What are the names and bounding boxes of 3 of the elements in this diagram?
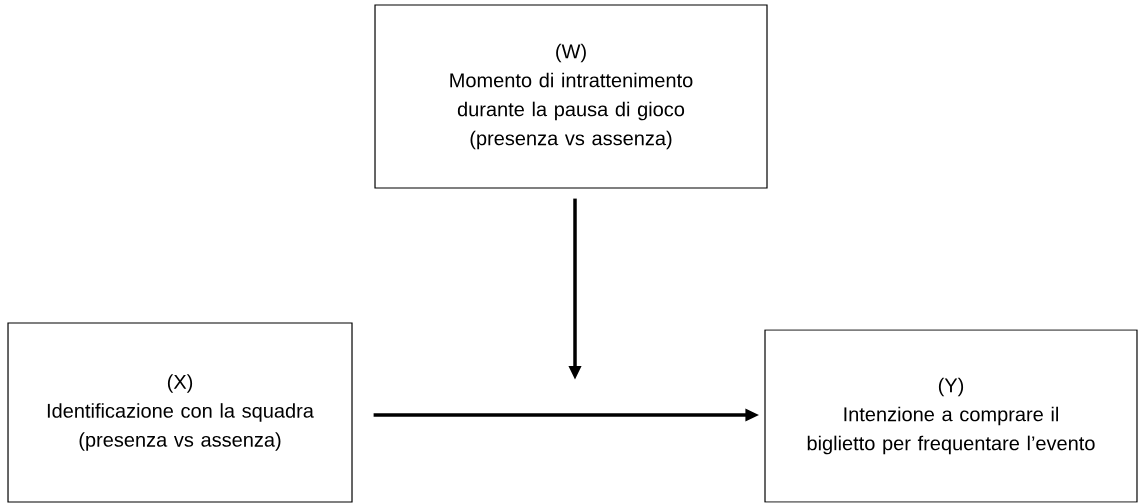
variable-box: (Y) Intenzione a comprare il biglietto per frequentare l’evento [764, 329, 1138, 503]
variable-box: (X) Identificazione con la squadra (presenza vs assenza) [7, 322, 353, 503]
variable-box: (W) Momento di intrattenimento durante la pausa di gioco (presenza vs assenza) [374, 4, 768, 189]
